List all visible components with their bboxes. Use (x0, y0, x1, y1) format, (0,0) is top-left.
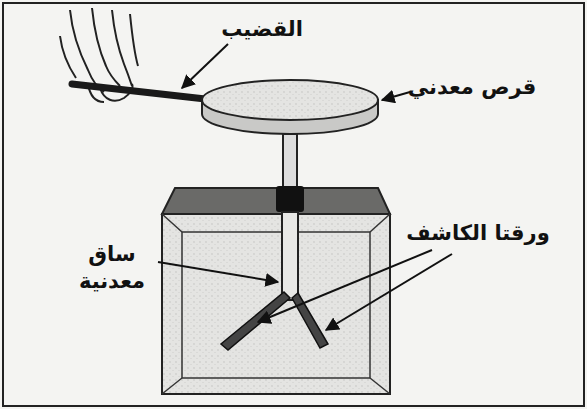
metal-stem (283, 134, 297, 190)
leaf-left (221, 292, 290, 350)
frame (3, 3, 584, 406)
rod-label: القضيب (207, 16, 317, 43)
metal-disk (202, 80, 378, 134)
glass-box (162, 188, 390, 394)
leaves-label: ورقتا الكاشف (393, 220, 563, 247)
disk-label: قرص معدني (402, 74, 542, 101)
stem-label: ساق معدنية (72, 241, 152, 296)
inner-stem (282, 212, 298, 300)
insulator (276, 186, 304, 212)
